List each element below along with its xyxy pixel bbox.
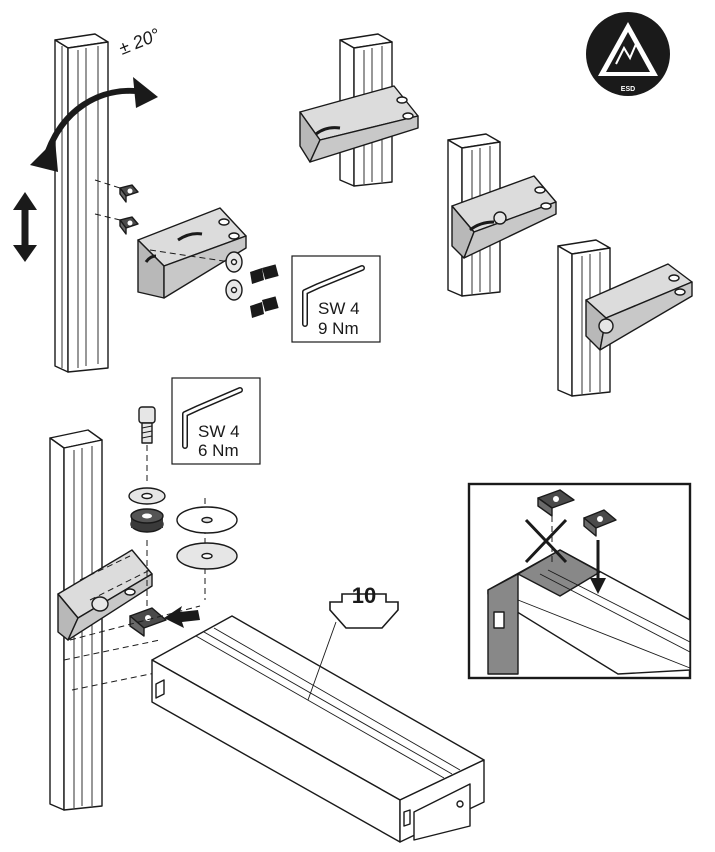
washer-stack-bottom [128, 487, 166, 533]
wrench-bottom-size: SW 4 [198, 422, 240, 441]
profile-hidden-lines [63, 605, 201, 691]
t-nuts-top [119, 184, 139, 235]
rotation-label: ± 20° [116, 24, 163, 58]
correct-nut-icon [583, 509, 617, 537]
wrench-box-top [291, 255, 381, 343]
bracket-right-middle [451, 175, 557, 259]
large-washers [176, 498, 238, 600]
down-arrow-icon [590, 540, 606, 594]
detail-box [467, 482, 692, 680]
post-bottom-left [49, 429, 103, 811]
t-nut-bottom [129, 607, 167, 637]
wrench-bottom-torque: 6 Nm [198, 441, 239, 460]
wrench-box-bottom [171, 377, 261, 465]
esd-label: ESD [621, 86, 635, 93]
wrong-cross-icon [524, 518, 568, 564]
vertical-adjust-arrow [13, 192, 37, 262]
wrench-top-torque: 9 Nm [318, 319, 359, 338]
post-right-lower [557, 239, 611, 397]
quantity-label: 10 [352, 583, 376, 608]
rotation-arrow [30, 77, 158, 172]
insert-arrow [164, 606, 200, 628]
bracket-top-left [137, 207, 247, 299]
wrench-top-size: SW 4 [318, 299, 360, 318]
washers-and-screws-top [225, 251, 279, 318]
post-top-left [54, 33, 109, 373]
esd-symbol [586, 12, 670, 96]
quantity-tag [329, 593, 399, 629]
bracket-top-center [299, 85, 419, 163]
wrong-nut-icon [537, 489, 575, 562]
bracket-right-lower [585, 263, 693, 351]
bracket-bottom-left [57, 549, 153, 641]
screw-bottom [138, 406, 156, 444]
profile-package [151, 615, 485, 843]
